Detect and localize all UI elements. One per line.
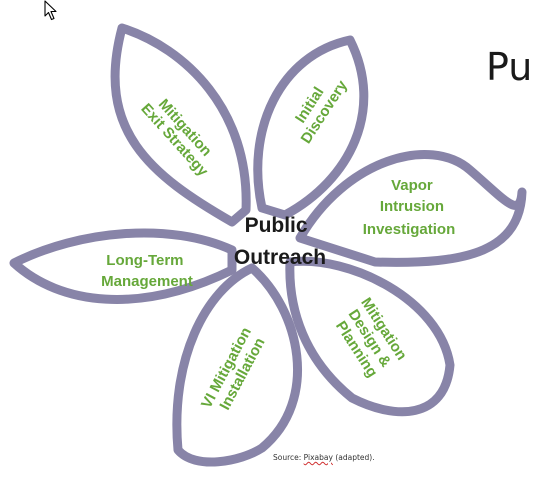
source-suffix: (adapted). [332,453,375,462]
source-prefix: Source: [273,453,304,462]
slide-title: Pu [486,45,533,89]
petal-mitigation-design-planning [285,256,455,417]
petal-long-term-management [9,228,237,304]
source-link-text: Pixabay [303,453,333,462]
petal-vapor-intrusion-investigation [295,150,527,267]
source-caption: Source: Pixabay (adapted). [273,453,375,462]
petal-initial-discovery [253,35,369,220]
label-vapor-intrusion-investigation: Vapor Intrusion Investigation [363,177,456,238]
petal-vi-mitigation-installation [172,263,303,467]
petal-mitigation-exit-strategy [110,23,251,227]
center-label: Public Outreach [234,214,326,269]
mouse-pointer-icon [44,0,57,21]
label-long-term-management: Long-Term Management [101,252,193,290]
petal-outlines [9,23,527,467]
